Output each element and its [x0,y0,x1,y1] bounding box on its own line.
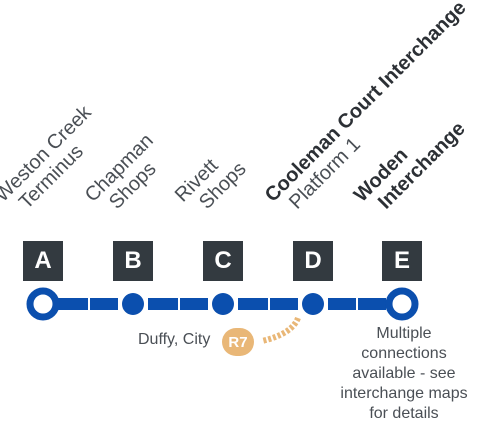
stop-d-marker [302,293,324,315]
terminus-stop-a [26,287,60,321]
stop-letter-a: A [23,241,63,281]
stop-letter-e: E [382,241,422,281]
connection-destinations: Duffy, City [138,331,211,348]
stop-letter-c: C [203,241,243,281]
stop-letter-b: B [113,241,153,281]
route-badge-r7: R7 [222,328,254,356]
stop-b-marker [122,293,144,315]
connection-link [261,316,301,344]
stop-letter-d: D [293,241,333,281]
interchange-note: Multiple connections available - see int… [340,325,468,422]
stop-c-marker [212,293,234,315]
terminus-stop-e [385,287,419,321]
